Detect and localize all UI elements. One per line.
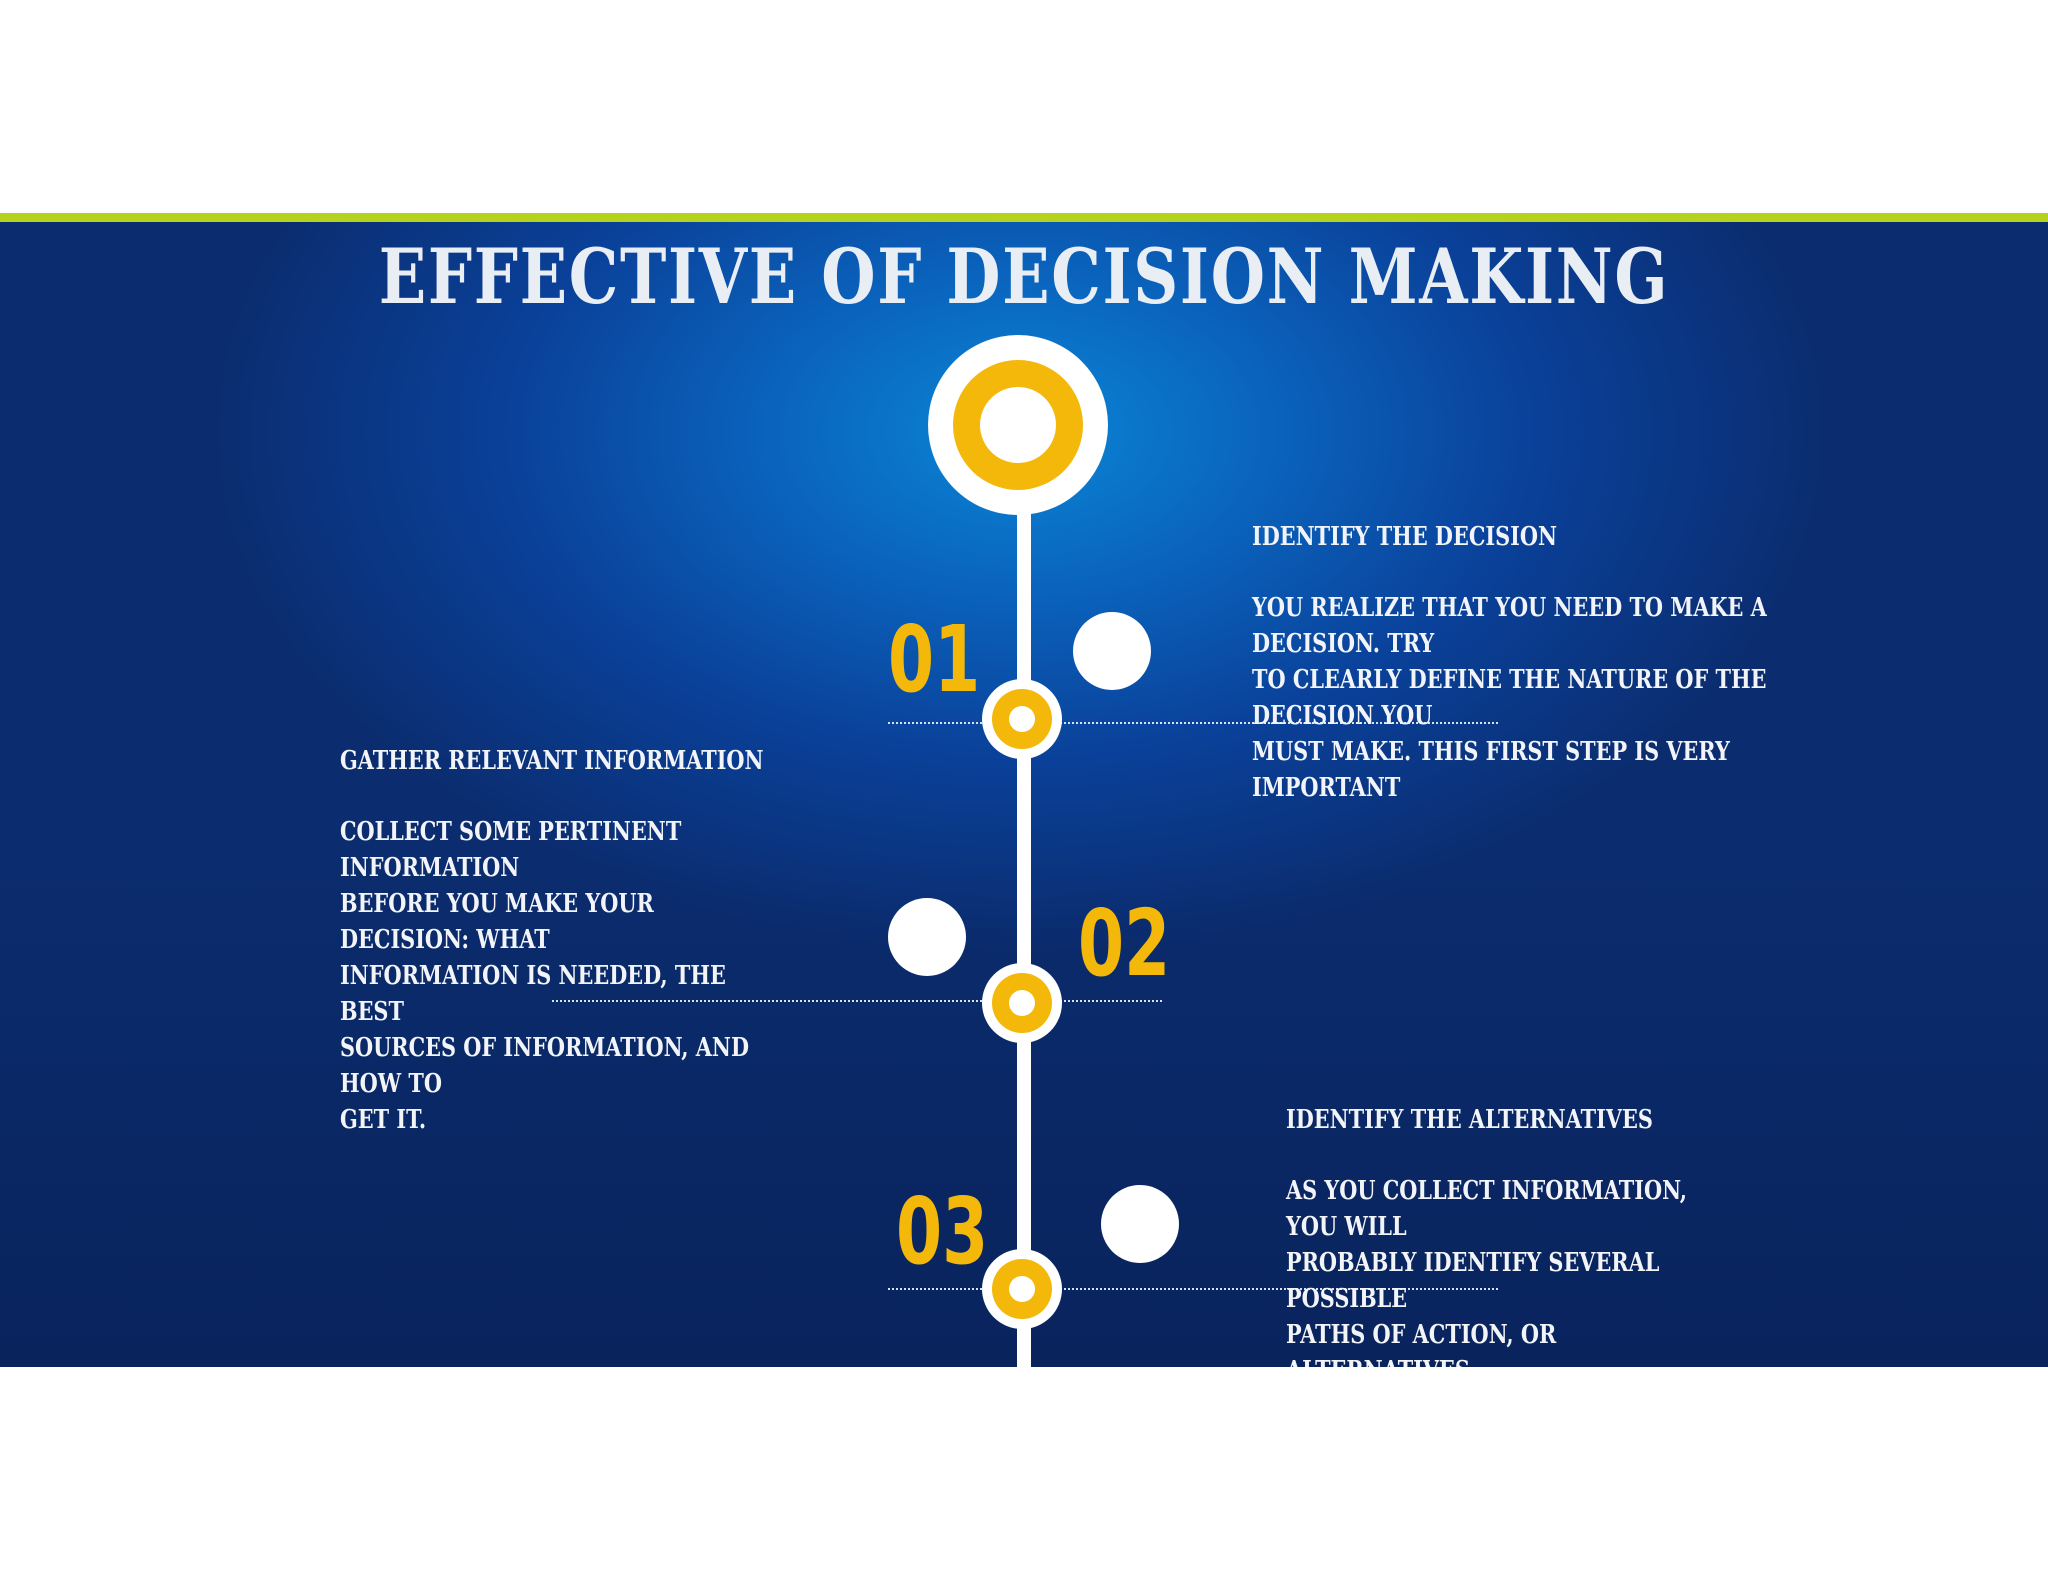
- step-2-number: 02: [1078, 890, 1171, 997]
- step-3-node-hole: [1009, 1276, 1035, 1302]
- step-2-body-line: BEFORE YOU MAKE YOUR DECISION: WHAT: [340, 889, 654, 955]
- step-1-node: [982, 679, 1062, 759]
- step-2-body-line: SOURCES OF INFORMATION, AND HOW TO: [340, 1033, 749, 1099]
- slide-title: EFFECTIVE OF DECISION MAKING: [378, 232, 1670, 321]
- step-2-body-line: COLLECT SOME PERTINENT INFORMATION: [340, 817, 682, 883]
- step-1-body-line: TO CLEARLY DEFINE THE NATURE OF THE DECI…: [1252, 665, 1767, 731]
- step-3-title: IDENTIFY THE ALTERNATIVES: [1286, 1105, 1653, 1135]
- step-3-body-line: AS YOU COLLECT INFORMATION, YOU WILL: [1286, 1176, 1687, 1242]
- step-1-body: YOU REALIZE THAT YOU NEED TO MAKE A DECI…: [1252, 590, 1812, 806]
- step-1-number: 01: [888, 606, 981, 713]
- step-1-title: IDENTIFY THE DECISION: [1252, 522, 1557, 552]
- accent-bar: [0, 213, 2048, 222]
- step-1-node-hole: [1009, 706, 1035, 732]
- step-2-dot: [888, 898, 966, 976]
- step-2-title: GATHER RELEVANT INFORMATION: [340, 746, 764, 776]
- timeline-start-ring-hole: [980, 387, 1056, 463]
- step-3-body-line: PROBABLY IDENTIFY SEVERAL POSSIBLE: [1286, 1248, 1660, 1314]
- step-2-body-line: GET IT.: [340, 1105, 427, 1135]
- step-2-node: [982, 963, 1062, 1043]
- step-1-divider: [888, 722, 1498, 724]
- step-2-body: COLLECT SOME PERTINENT INFORMATION BEFOR…: [340, 814, 788, 1138]
- step-1-body-line: YOU REALIZE THAT YOU NEED TO MAKE A DECI…: [1252, 593, 1767, 659]
- step-3-body-line: PATHS OF ACTION, OR ALTERNATIVES.: [1286, 1320, 1557, 1367]
- step-3-dot: [1101, 1185, 1179, 1263]
- timeline-spine: [1017, 372, 1031, 1367]
- step-3-divider: [888, 1288, 1498, 1290]
- step-3-body: AS YOU COLLECT INFORMATION, YOU WILL PRO…: [1286, 1173, 1734, 1367]
- step-1-dot: [1073, 612, 1151, 690]
- step-3-node: [982, 1249, 1062, 1329]
- step-2-node-hole: [1009, 990, 1035, 1016]
- timeline-start-ring: [928, 335, 1108, 515]
- step-2-divider: [552, 1000, 1162, 1002]
- step-1-body-line: MUST MAKE. THIS FIRST STEP IS VERY IMPOR…: [1252, 737, 1730, 803]
- step-2-body-line: INFORMATION IS NEEDED, THE BEST: [340, 961, 726, 1027]
- slide: EFFECTIVE OF DECISION MAKING 01 IDENTIFY…: [0, 222, 2048, 1367]
- step-3-number: 03: [896, 1178, 989, 1285]
